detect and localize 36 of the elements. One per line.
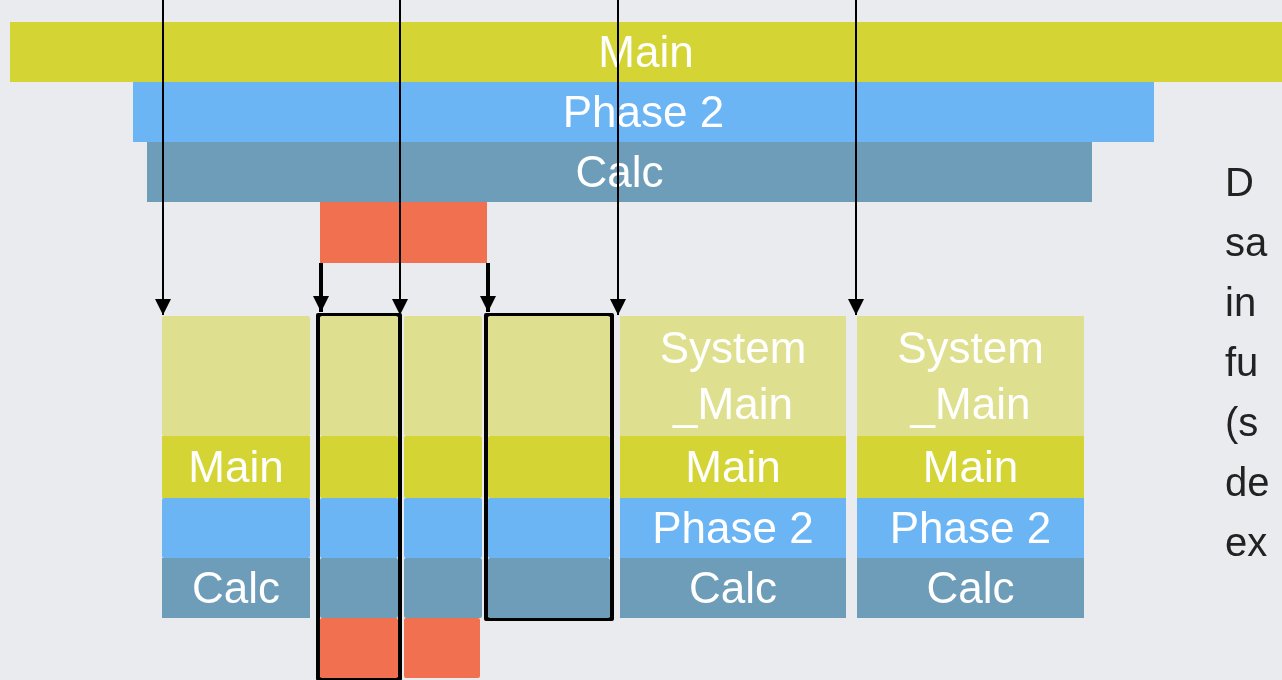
stack-frame — [488, 558, 610, 618]
stack-frame — [320, 498, 398, 558]
arrow — [313, 263, 329, 312]
stack-frame: Calc — [857, 558, 1084, 618]
stack-frame: System _Main — [620, 316, 846, 436]
stack-frame — [404, 558, 482, 618]
stack-frame — [404, 498, 482, 558]
stack-frame — [404, 316, 482, 436]
stack-frame: Main — [857, 436, 1084, 498]
stack-frame — [488, 436, 610, 498]
arrow — [480, 263, 496, 312]
stack-frame — [320, 558, 398, 618]
arrow — [155, 0, 171, 316]
stack-frame: Main — [162, 436, 310, 498]
stack-frame — [488, 498, 610, 558]
stack-frame — [320, 436, 398, 498]
stack-frame — [404, 436, 482, 498]
stack-frame: Main — [620, 436, 846, 498]
stack-frame — [488, 316, 610, 436]
stack-frame: Phase 2 — [857, 498, 1084, 558]
stack-frame — [162, 498, 310, 558]
stack-frame — [404, 618, 480, 678]
arrow — [610, 0, 626, 316]
note-text: D sa in fu (s de ex — [1225, 159, 1271, 566]
stack-frame — [320, 618, 398, 678]
call-bar — [320, 202, 487, 263]
arrow — [848, 0, 864, 316]
stack-frame: Calc — [162, 558, 310, 618]
sample-outline — [316, 313, 402, 680]
stack-frame: System _Main — [857, 316, 1084, 436]
stack-frame: Phase 2 — [620, 498, 846, 558]
sample-outline — [484, 313, 614, 621]
stack-frame: Calc — [620, 558, 846, 618]
stack-frame — [162, 316, 310, 436]
arrow — [392, 0, 408, 316]
stack-frame — [320, 316, 398, 436]
